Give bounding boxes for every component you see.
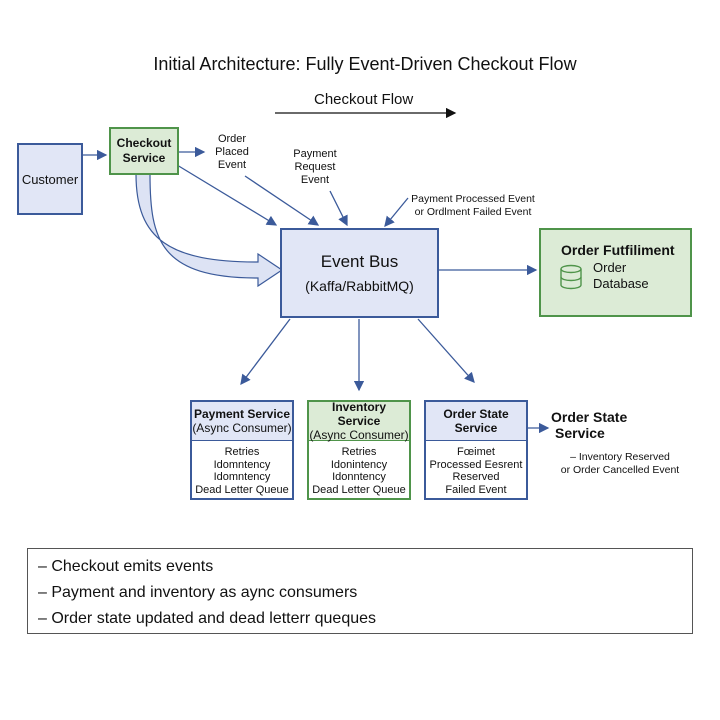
consumer-sub: (Async Consumer) [192,421,292,435]
item: Reserved [452,471,500,483]
arrow-bus-orderstate [417,318,475,383]
item: Retries [341,446,377,458]
customer-label: Customer [21,171,79,187]
t: or Ordlment Failed Event [414,206,532,218]
item: Fœimet [457,446,495,458]
arrow-orderplaced-bus [244,175,320,226]
item: Idonntency [332,471,386,483]
t: – Inventory Reserved [570,451,670,463]
note-item: – Order state updated and dead letterr q… [38,610,377,627]
item: Idonintency [330,458,388,471]
item: Dead Letter Queue [312,483,406,496]
item: Retries [224,446,260,458]
t: Event [217,159,247,171]
event-bus-title: Event Bus [320,252,399,271]
item: Idomntency [213,458,271,471]
event-bus-subtitle: (Kaffa/RabbitMQ) [305,278,414,294]
checkout-label-1: Checkout [116,136,172,150]
note-item: – Payment and inventory as aync consumer… [38,584,358,601]
t: Request [294,161,336,173]
item: Processed Eesrent [429,458,523,471]
consumer-title: Payment Service [193,407,291,421]
consumer-sub: (Async Consumer) [309,428,409,442]
arrow-bus-payment [240,318,291,386]
big-curved-arrow [135,173,284,288]
t: Event [300,174,330,186]
arrow-payreq-bus [329,190,348,227]
notes-box: – Checkout emits events – Payment and in… [27,548,693,634]
t: Payment [293,148,337,160]
t: or Order Cancelled Event [560,464,680,476]
t: Order [217,133,247,145]
consumer-sub: Service [454,421,498,435]
item: Dead Letter Queue [195,483,289,496]
fulfillment-title: Order Futfiliment [561,242,675,258]
checkout-label-2: Service [122,151,166,165]
t: Service [555,425,605,441]
t: Payment Processed Event [411,193,535,205]
customer-box: Customer [17,143,83,215]
t: Placed [215,146,249,158]
flow-label: Checkout Flow [314,91,414,108]
event-bus-box: Event Bus (Kaffa/RabbitMQ) [280,228,439,318]
arrow-payprocessed-bus [384,197,409,228]
inventory-service-box: Inventory Service(Async Consumer) Retrie… [307,400,411,500]
consumer-title: Inventory Service [331,400,386,428]
consumer-title: Order State [443,407,509,421]
item: Idomntency [213,471,271,483]
database-icon [560,264,582,290]
item: Failed Event [445,483,507,496]
arrow-checkout-bus [176,164,278,226]
db-label: Database [593,276,649,291]
t: Order State [551,409,628,425]
db-label: Order [593,260,627,275]
note-item: – Checkout emits events [38,558,214,575]
page-title: Initial Architecture: Fully Event-Driven… [153,54,577,74]
